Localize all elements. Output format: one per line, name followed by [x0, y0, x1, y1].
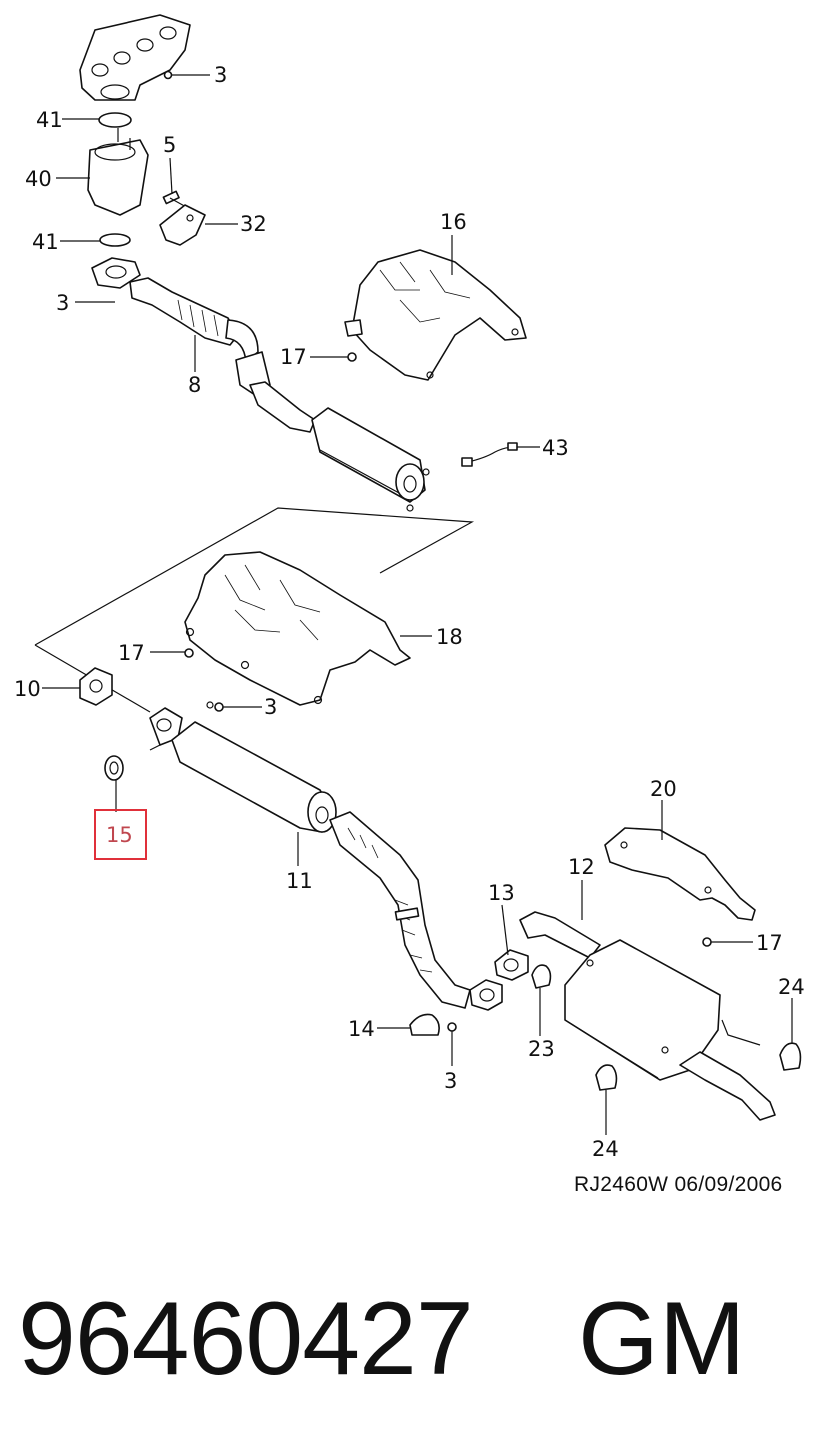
hanger-14 [409, 1013, 440, 1036]
heat-shield-18 [184, 551, 411, 706]
callout-15: 15 [106, 823, 133, 847]
callout-24-right: 24 [778, 975, 805, 999]
rear-muffler-12 [519, 911, 776, 1121]
flange-gasket-10 [79, 667, 113, 706]
hanger-24-right [779, 1042, 802, 1071]
callout-18: 18 [436, 625, 463, 649]
hanger-24-bottom [595, 1064, 618, 1091]
center-muffler-11 [149, 701, 337, 833]
callout-17-mid: 17 [118, 641, 145, 665]
callout-43: 43 [542, 436, 569, 460]
exhaust-manifold [79, 14, 191, 101]
callout-17-right: 17 [756, 931, 783, 955]
nut-17-upper [347, 352, 357, 362]
callout-14: 14 [348, 1017, 375, 1041]
gasket-41-top [98, 112, 132, 128]
callout-3-mid: 3 [264, 695, 277, 719]
callout-11: 11 [286, 869, 313, 893]
callout-12: 12 [568, 855, 595, 879]
nut-17-mid [184, 648, 194, 658]
callout-3-top: 3 [214, 63, 227, 87]
heat-shield-16 [344, 249, 527, 381]
front-pipe [91, 257, 316, 433]
callout-3-bottom: 3 [444, 1069, 457, 1093]
callout-24-bottom: 24 [592, 1137, 619, 1161]
gasket-13 [469, 949, 529, 1011]
nut-3-bottom [447, 1022, 457, 1032]
heat-shield-20 [604, 827, 756, 921]
part-number: 96460427 [18, 1281, 474, 1397]
callout-5: 5 [163, 133, 176, 157]
hanger-15 [104, 755, 124, 781]
catalytic-converter [87, 128, 149, 216]
oxygen-sensor-43 [461, 442, 518, 467]
bracket-32 [159, 204, 206, 246]
callout-41-top: 41 [36, 108, 63, 132]
callout-32: 32 [240, 212, 267, 236]
gasket-41-mid [99, 233, 131, 247]
highlight-box [94, 809, 147, 860]
callout-8: 8 [188, 373, 201, 397]
callout-23: 23 [528, 1037, 555, 1061]
callout-16: 16 [440, 210, 467, 234]
hanger-23 [531, 964, 552, 989]
callout-10: 10 [14, 677, 41, 701]
callout-20: 20 [650, 777, 677, 801]
callout-13: 13 [488, 881, 515, 905]
callout-17-upper: 17 [280, 345, 307, 369]
intermediate-pipe [329, 811, 471, 1009]
brand-name: GM [578, 1281, 746, 1397]
callout-41-mid: 41 [32, 230, 59, 254]
leader-lines [42, 74, 793, 1135]
callout-3-left: 3 [56, 291, 69, 315]
diagram-reference-code: RJ2460W 06/09/2006 [574, 1173, 783, 1196]
callout-40: 40 [25, 167, 52, 191]
nut-17-right [702, 937, 712, 947]
center-resonator-upper [311, 407, 430, 512]
